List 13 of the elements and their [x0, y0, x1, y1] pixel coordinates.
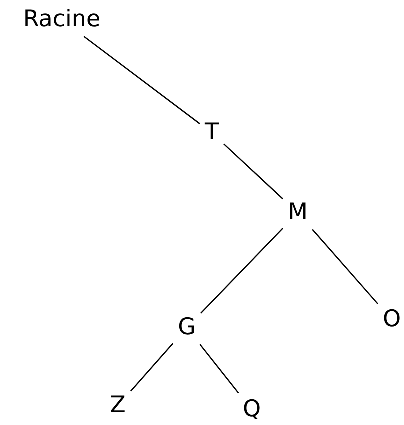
tree-node-label: T	[202, 119, 222, 147]
tree-branch-line	[130, 343, 174, 392]
tree-branch-line	[84, 36, 200, 124]
tree-node-label: Q	[240, 396, 264, 424]
tree-node-label: O	[380, 306, 404, 334]
tree-node-label: G	[176, 314, 198, 342]
tree-branch-line	[312, 229, 378, 304]
tree-node-label: Z	[108, 392, 128, 420]
tree-node-label: Racine	[21, 6, 103, 34]
tree-node-label: M	[286, 199, 310, 227]
tree-branch-line	[200, 344, 240, 394]
tree-branch-line	[224, 144, 284, 200]
tree-branch-line	[200, 228, 284, 314]
